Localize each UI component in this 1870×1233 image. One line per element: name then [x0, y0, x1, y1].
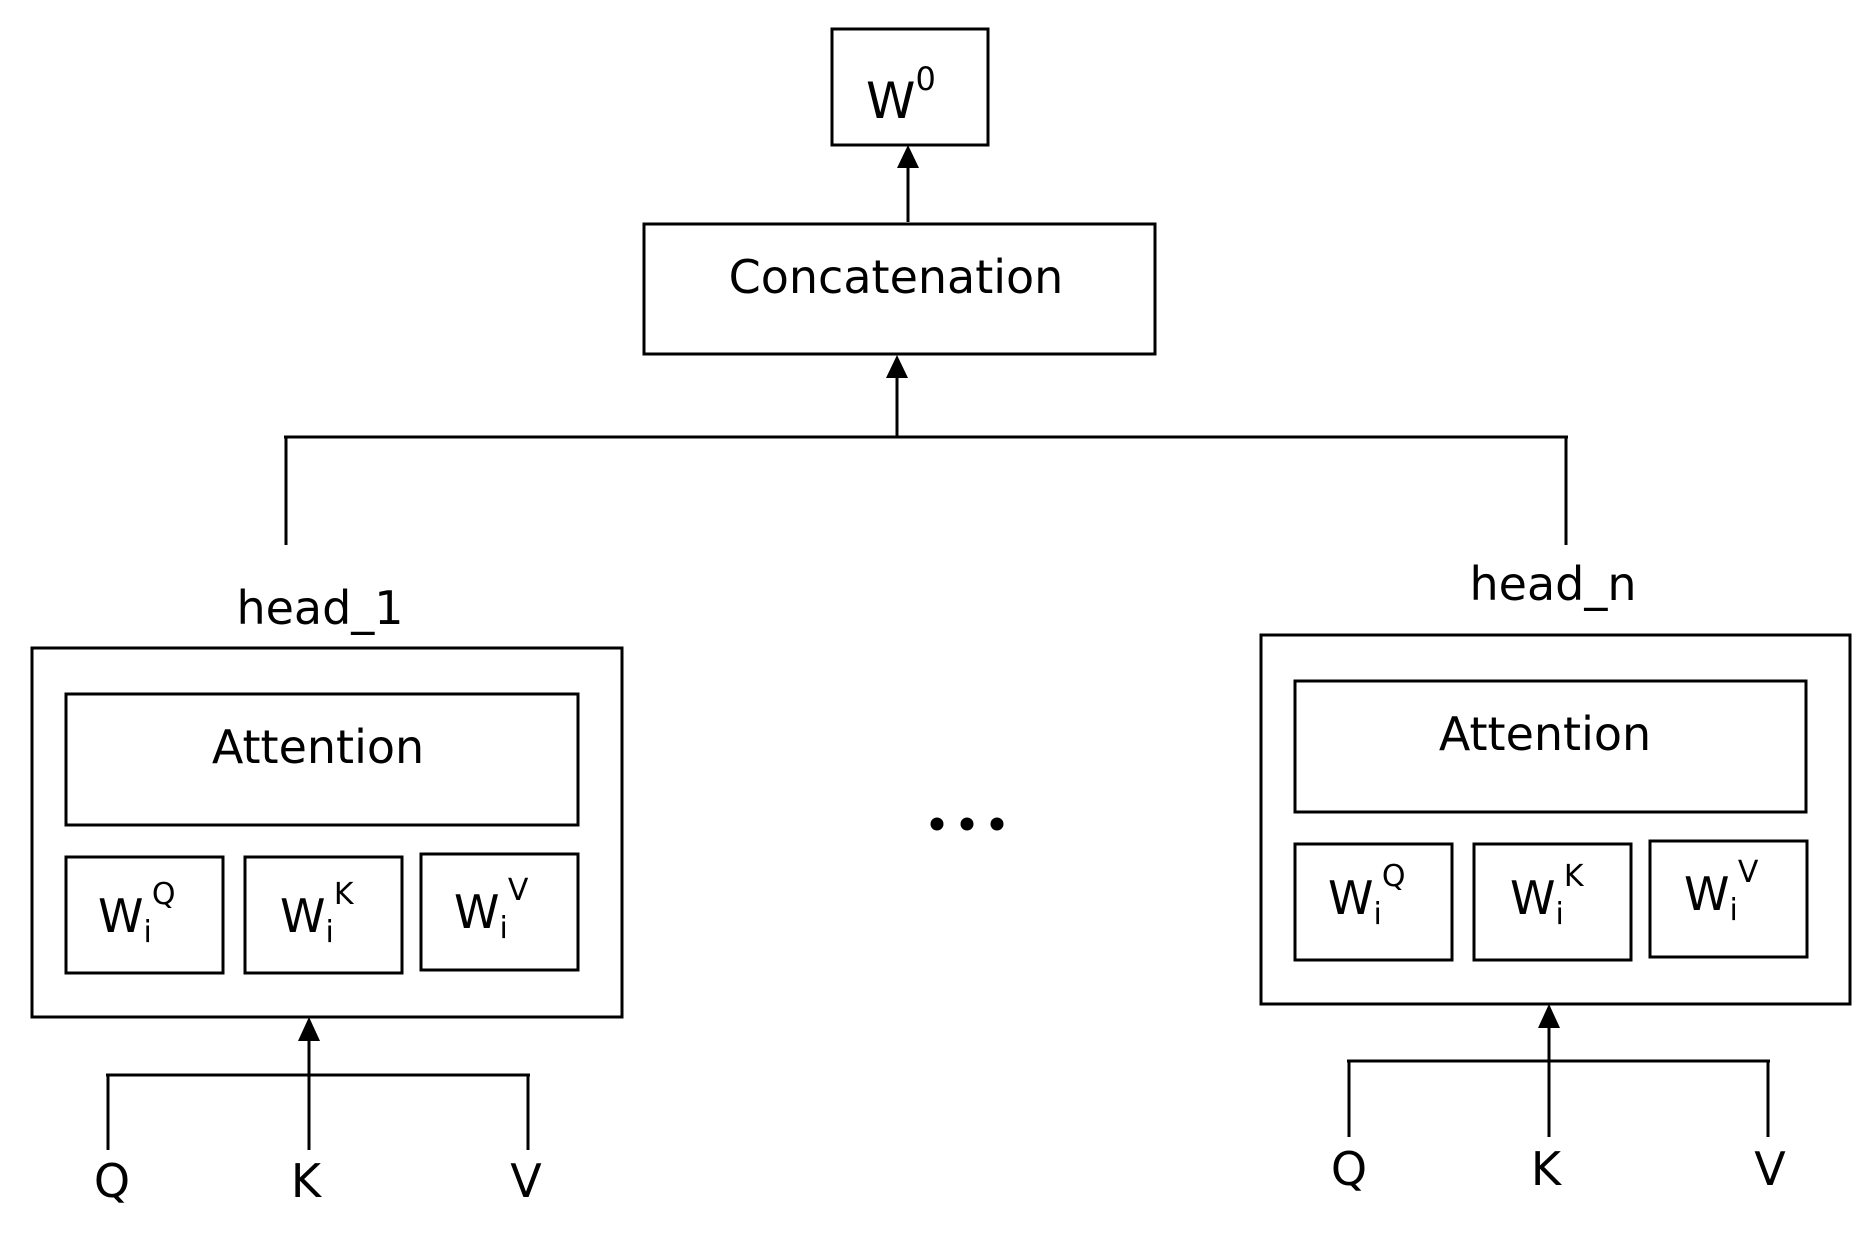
- head-n-wv-base: W: [1684, 867, 1729, 921]
- head-1-wv-base: W: [454, 885, 499, 939]
- head-n-wv-sub: i: [1729, 893, 1737, 928]
- head-1-wv-sub: i: [499, 911, 507, 946]
- head-n-wk-sup: K: [1564, 859, 1585, 894]
- svg-text:WiV: WiV: [454, 873, 529, 946]
- concatenation-label: Concatenation: [729, 250, 1064, 304]
- svg-text:WiV: WiV: [1684, 855, 1759, 928]
- svg-text:WiQ: WiQ: [98, 877, 175, 950]
- head-n-block: head_n Attention WiQ WiK WiV: [1259, 557, 1852, 1196]
- head-n-attention-label: Attention: [1439, 707, 1651, 761]
- heads-to-concat-connector: [284, 355, 1568, 545]
- head-n-attention-box: [1293, 679, 1808, 814]
- head-1-block: head_1 Attention WiQ WiK WiV: [30, 581, 624, 1208]
- head-n-weight-k: WiK: [1472, 842, 1633, 962]
- head-n-input-q: Q: [1331, 1142, 1367, 1196]
- head-n-weight-v: WiV: [1648, 839, 1809, 959]
- head-1-input-v: V: [510, 1154, 542, 1208]
- head-1-wv-sup: V: [508, 873, 529, 908]
- svg-text:WiK: WiK: [280, 877, 355, 950]
- head-1-wq-base: W: [98, 889, 143, 943]
- output-weight-node: W0: [830, 27, 990, 147]
- output-weight-sup: 0: [915, 60, 935, 98]
- head-1-attention-label: Attention: [212, 720, 424, 774]
- head-1-input-q: Q: [94, 1154, 130, 1208]
- head-n-wk-sub: i: [1555, 897, 1563, 932]
- svg-text:WiQ: WiQ: [1328, 859, 1405, 932]
- head-n-wv-sup: V: [1738, 855, 1759, 890]
- head-n-wk-base: W: [1510, 871, 1555, 925]
- head-1-weight-q: WiQ: [64, 855, 225, 975]
- concatenation-node: Concatenation: [642, 222, 1157, 356]
- head-n-wq-sup: Q: [1382, 859, 1406, 894]
- head-1-input-k: K: [291, 1154, 323, 1208]
- svg-text:WiK: WiK: [1510, 859, 1585, 932]
- output-weight-base: W: [866, 72, 915, 130]
- head-n-input-v: V: [1754, 1142, 1786, 1196]
- head-1-attention-box: [64, 692, 580, 827]
- head-1-wk-sub: i: [325, 915, 333, 950]
- head-n-wq-sub: i: [1373, 897, 1381, 932]
- ellipsis-more-heads: [930, 817, 1004, 831]
- head-1-label: head_1: [236, 581, 403, 635]
- head-n-wq-base: W: [1328, 871, 1373, 925]
- head-1-wq-sup: Q: [152, 877, 176, 912]
- head-1-weight-k: WiK: [243, 855, 404, 975]
- head-1-wk-base: W: [280, 889, 325, 943]
- head-1-wq-sub: i: [143, 915, 151, 950]
- head-n-input-k: K: [1531, 1142, 1563, 1196]
- head-1-input-connector: [106, 1017, 530, 1150]
- head-n-weight-q: WiQ: [1293, 842, 1454, 962]
- concat-to-output-arrow: [897, 145, 919, 222]
- head-1-wk-sup: K: [334, 877, 355, 912]
- svg-text:W0: W0: [866, 60, 936, 130]
- head-n-label: head_n: [1470, 557, 1637, 611]
- head-1-weight-v: WiV: [419, 852, 580, 972]
- head-n-input-connector: [1347, 1004, 1770, 1137]
